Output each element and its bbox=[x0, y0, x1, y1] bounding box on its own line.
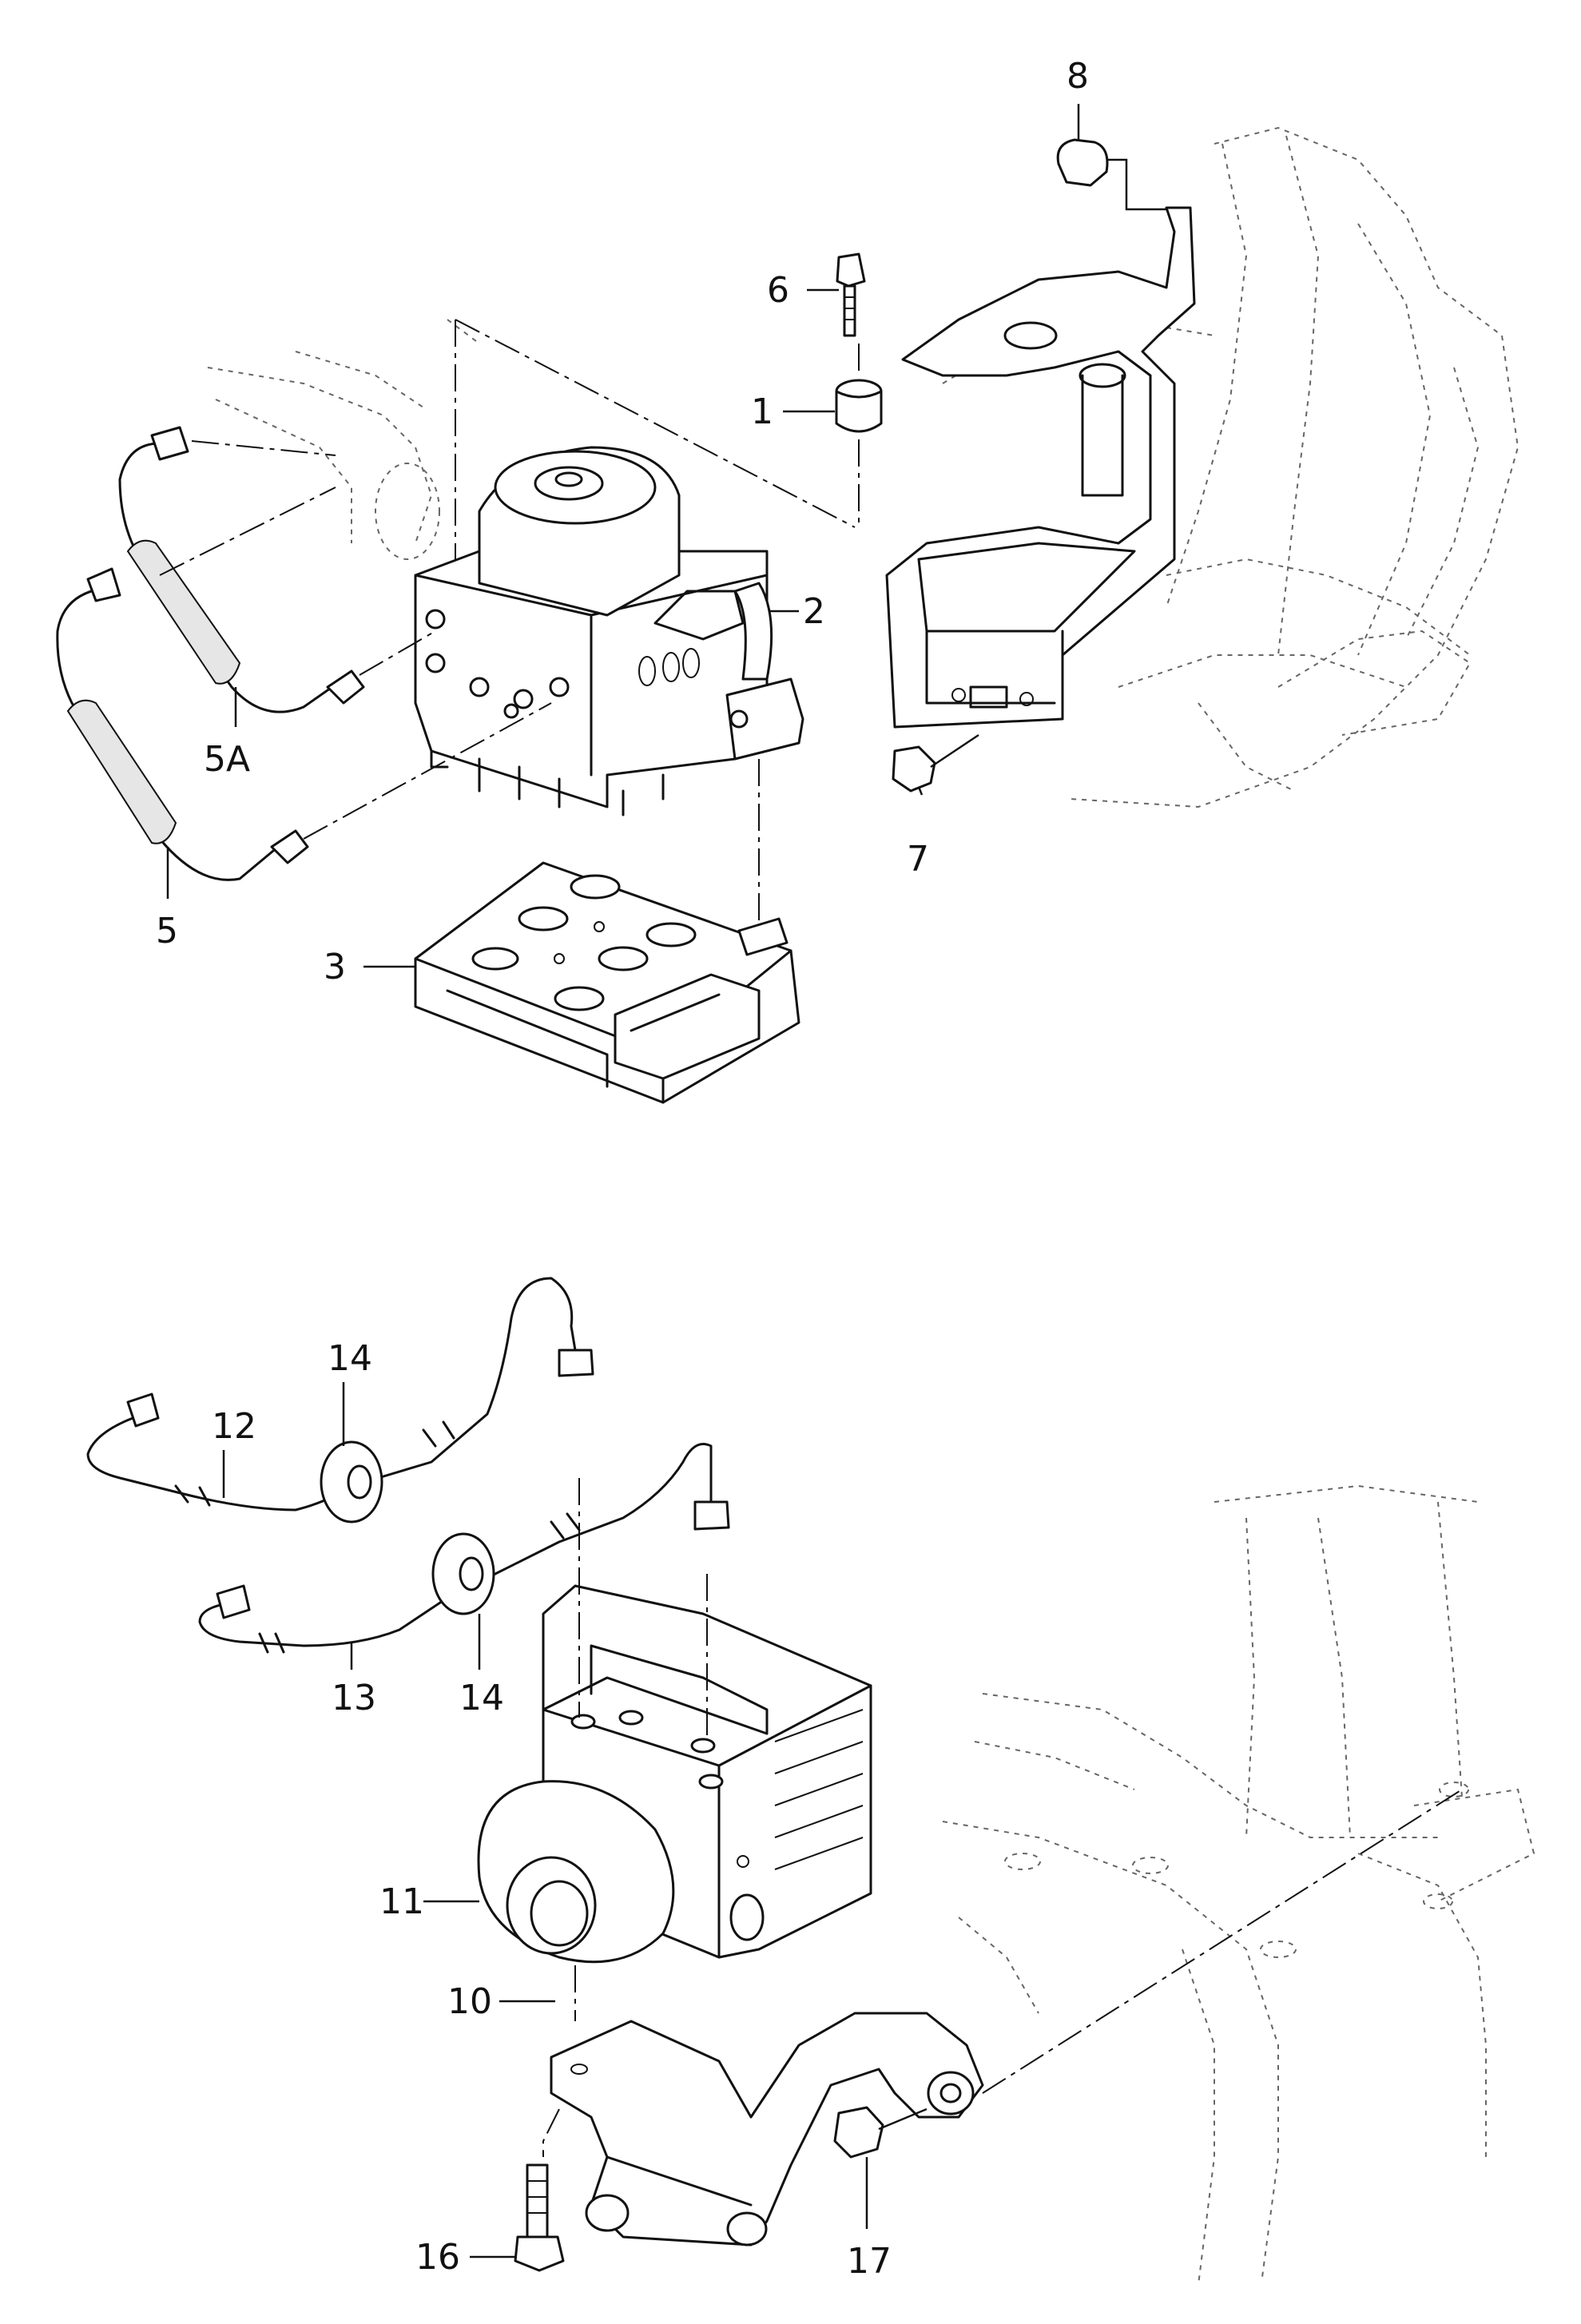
nut-7 bbox=[892, 733, 979, 793]
abs-mounting-bracket-lower bbox=[542, 1789, 1463, 2247]
grommet-14-upper bbox=[320, 1440, 383, 1524]
bolt-16 bbox=[514, 2163, 565, 2272]
vehicle-body-outline-bottom bbox=[942, 1484, 1535, 2286]
callout-12: 12 bbox=[212, 1406, 256, 1447]
callout-8: 8 bbox=[1067, 56, 1089, 97]
brake-pipe-5a bbox=[118, 426, 436, 713]
callout-11: 11 bbox=[379, 1881, 424, 1922]
callout-6: 6 bbox=[767, 270, 789, 311]
callout-2: 2 bbox=[803, 591, 825, 632]
callout-1: 1 bbox=[751, 391, 773, 432]
callout-5a: 5A bbox=[204, 739, 250, 780]
callout-14-lower: 14 bbox=[459, 1678, 504, 1718]
bolt-6 bbox=[836, 252, 866, 337]
callout-16: 16 bbox=[415, 2237, 460, 2278]
abs-unit-11 bbox=[477, 1478, 872, 2021]
brake-pipe-5 bbox=[56, 567, 552, 881]
vehicle-body-outline-top bbox=[207, 126, 1519, 808]
control-unit-3 bbox=[414, 861, 800, 1104]
brake-line-13 bbox=[198, 1443, 730, 1654]
callout-17: 17 bbox=[847, 2241, 892, 2282]
callout-10: 10 bbox=[447, 1981, 492, 2022]
callout-7: 7 bbox=[907, 839, 929, 880]
callout-5: 5 bbox=[156, 911, 178, 951]
callout-14-upper: 14 bbox=[328, 1338, 372, 1379]
rubber-mount-1 bbox=[835, 344, 883, 527]
callout-3: 3 bbox=[324, 947, 346, 987]
nut-17 bbox=[833, 2106, 928, 2159]
hydraulic-unit-2 bbox=[414, 319, 856, 927]
grommet-14-lower bbox=[431, 1532, 495, 1615]
abs-mounting-bracket-upper bbox=[885, 206, 1196, 729]
leader-lines bbox=[166, 104, 1080, 2258]
cap-nut-8 bbox=[1056, 138, 1166, 211]
callout-13: 13 bbox=[332, 1678, 376, 1718]
